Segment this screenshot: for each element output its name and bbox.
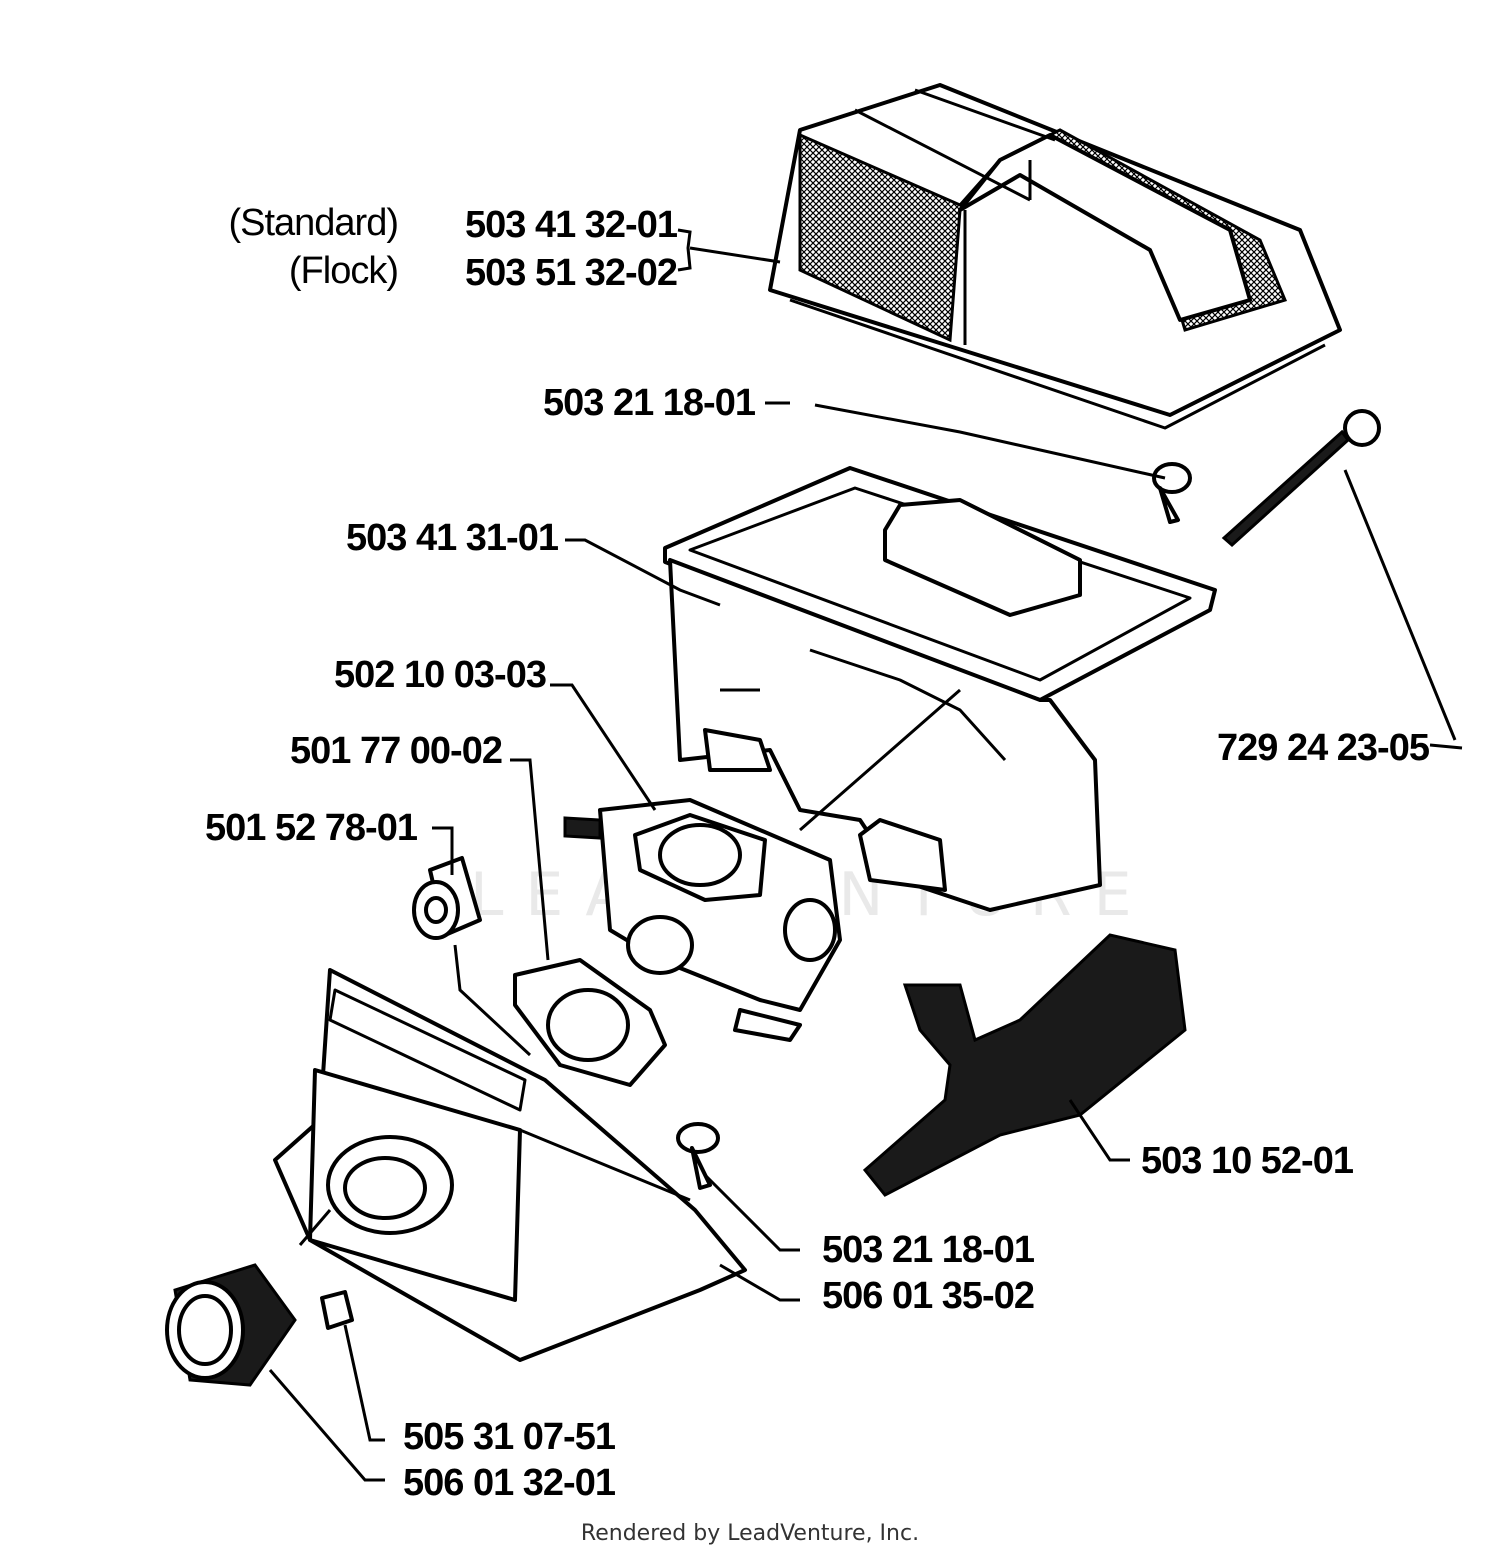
carburetor [563, 798, 842, 1042]
label-filter-holder-part: 503 41 31-01 [346, 517, 559, 559]
label-bracket-part: 506 01 35-02 [822, 1275, 1034, 1317]
label-throttle-lever-part: 503 10 52-01 [1141, 1140, 1354, 1182]
label-plug-part: 505 31 07-51 [403, 1416, 616, 1458]
air-filter [768, 83, 1342, 430]
leader-lines [268, 228, 1463, 1482]
bushing [165, 1263, 297, 1387]
screw-top [1152, 462, 1192, 524]
label-bushing-part: 506 01 32-01 [403, 1462, 616, 1504]
filter-holder [663, 466, 1217, 912]
label-screw-bottom-part: 503 21 18-01 [822, 1229, 1035, 1271]
nipple [412, 856, 482, 940]
throttle-lever [862, 933, 1187, 1197]
footer-credit: Rendered by LeadVenture, Inc. [581, 1521, 919, 1546]
label-carburetor-part: 502 10 03-03 [334, 654, 546, 696]
label-flock-variant: (Flock) [289, 250, 398, 292]
bolt [1221, 409, 1381, 548]
screw-bottom [676, 1122, 720, 1190]
label-bolt-part: 729 24 23-05 [1217, 727, 1430, 769]
label-filter-flock-part: 503 51 32-02 [465, 252, 677, 294]
label-nipple-part: 501 52 78-01 [205, 807, 418, 849]
gasket [513, 958, 667, 1087]
plug [320, 1290, 354, 1330]
label-screw-top-part: 503 21 18-01 [543, 382, 756, 424]
label-filter-standard-part: 503 41 32-01 [465, 204, 678, 246]
label-gasket-part: 501 77 00-02 [290, 730, 502, 772]
label-standard-variant: (Standard) [228, 202, 398, 244]
intake-housing [273, 968, 747, 1362]
